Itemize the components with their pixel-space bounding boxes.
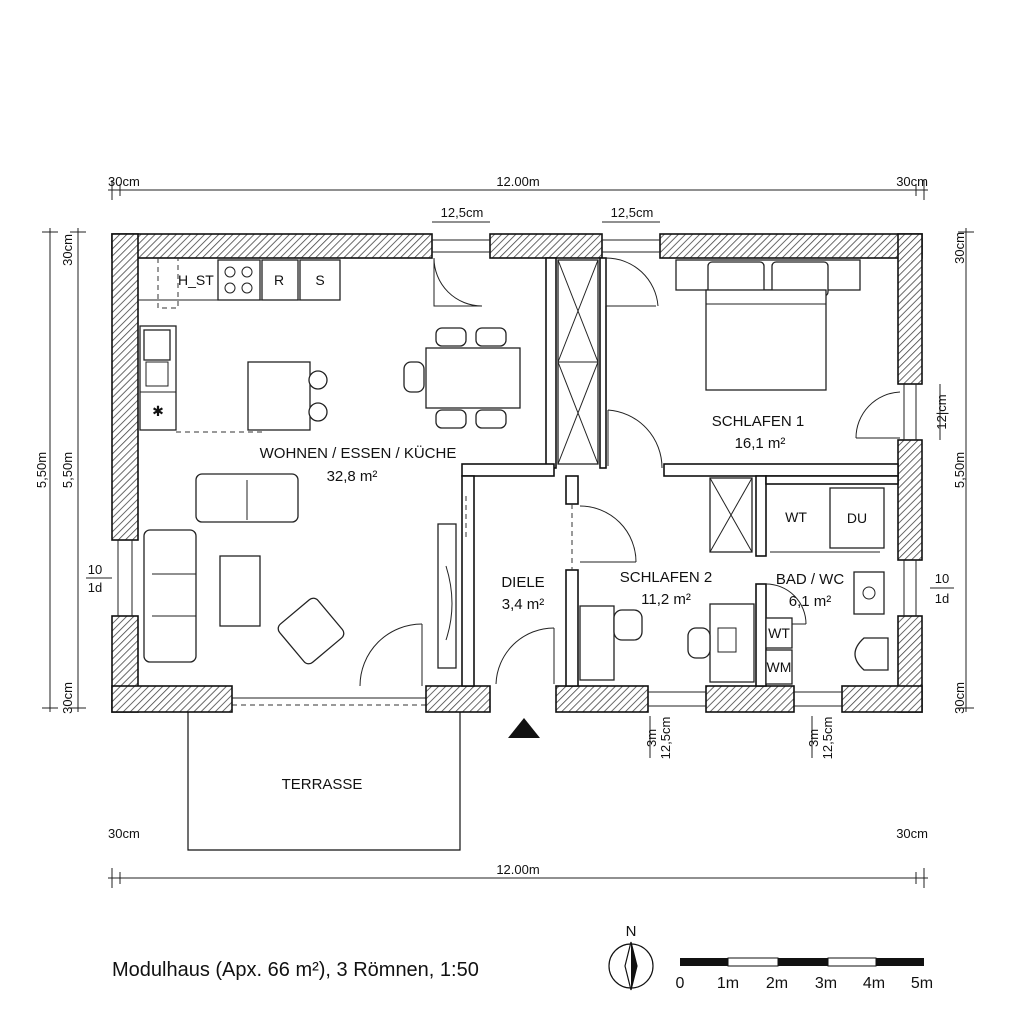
room-bedroom1-area: 16,1 m² bbox=[735, 435, 786, 452]
room-bedroom2-name: SCHLAFEN 2 bbox=[620, 569, 713, 586]
terrace-label: TERRASSE bbox=[282, 776, 363, 793]
bed bbox=[675, 259, 861, 391]
room-bath-name: BAD / WC bbox=[776, 571, 845, 588]
kitchen-r-label: R bbox=[274, 272, 284, 288]
scale-label-4: 4m bbox=[863, 975, 885, 992]
dim-right-bottom: 30cm bbox=[952, 682, 967, 714]
room-bedroom1-name: SCHLAFEN 1 bbox=[712, 413, 805, 430]
dining-table bbox=[403, 327, 521, 429]
plan-caption: Modulhaus (Apx. 66 m²), 3 Römnen, 1:50 bbox=[112, 959, 479, 981]
entrance-arrow-icon bbox=[508, 718, 540, 738]
dim-bottom-a-1: 3m bbox=[644, 729, 659, 747]
scale-label-2: 2m bbox=[766, 975, 788, 992]
bath-wt-label: WT bbox=[785, 509, 807, 525]
dim-bottom-b-2: 12,5cm bbox=[820, 717, 835, 760]
bath-wt2-label: WT bbox=[768, 625, 790, 641]
dim-right-window: 12|cm bbox=[934, 394, 949, 429]
room-hall-area: 3,4 m² bbox=[502, 596, 545, 613]
wardrobe bbox=[557, 259, 753, 553]
room-living-name: WOHNEN / ESSEN / KÜCHE bbox=[260, 444, 457, 462]
scale-bar bbox=[680, 957, 924, 967]
dim-right-window-a: 10 bbox=[935, 571, 949, 586]
dim-window-left: 12,5cm bbox=[441, 205, 484, 220]
interior-walls bbox=[461, 257, 899, 687]
windows bbox=[117, 239, 917, 707]
dim-bottom-offset-right: 30cm bbox=[896, 826, 928, 841]
dim-left-inner: 5,50m bbox=[60, 452, 75, 488]
dim-left-total: 5,50m bbox=[34, 452, 49, 488]
dim-right-top: 30cm bbox=[952, 232, 967, 264]
dim-bottom-a-2: 12,5cm bbox=[658, 717, 673, 760]
bathroom-fixtures bbox=[765, 487, 889, 685]
dim-left-window-b: 1d bbox=[88, 580, 102, 595]
dimension-lines bbox=[42, 180, 974, 888]
room-hall-name: DIELE bbox=[501, 574, 544, 591]
kitchen-s-label: S bbox=[315, 272, 324, 288]
scale-label-5: 5m bbox=[911, 975, 933, 992]
doors bbox=[359, 257, 901, 687]
dim-bottom-total: 12.00m bbox=[496, 862, 539, 877]
dim-right-window-b: 1d bbox=[935, 591, 949, 606]
dim-left-bottom: 30cm bbox=[60, 682, 75, 714]
bath-du-label: DU bbox=[847, 510, 867, 526]
room-living-area: 32,8 m² bbox=[327, 468, 378, 485]
dim-top-offset-left: 30cm bbox=[108, 174, 140, 189]
north-label: N bbox=[626, 923, 637, 940]
kitchen-h-label: H_ST bbox=[178, 272, 214, 288]
dim-top-total: 12.00m bbox=[496, 174, 539, 189]
dim-right-total: 5,50m bbox=[952, 452, 967, 488]
kitchen bbox=[138, 258, 341, 433]
dim-bottom-b-1: 3m bbox=[806, 729, 821, 747]
scale-label-1: 1m bbox=[717, 975, 739, 992]
living-furniture bbox=[143, 473, 457, 669]
scale-label-3: 3m bbox=[815, 975, 837, 992]
bath-wm-label: WM bbox=[767, 659, 792, 675]
dim-window-right: 12,5cm bbox=[611, 205, 654, 220]
dim-top-offset-right: 30cm bbox=[896, 174, 928, 189]
dim-left-window-a: 10 bbox=[88, 562, 102, 577]
dim-left-top: 30cm bbox=[60, 234, 75, 266]
kitchen-star-mark: ✱ bbox=[152, 403, 164, 419]
room-bedroom2-area: 11,2 m² bbox=[641, 591, 691, 608]
room-bath-area: 6,1 m² bbox=[789, 593, 832, 610]
dim-bottom-offset-left: 30cm bbox=[108, 826, 140, 841]
bedroom2-furniture bbox=[579, 603, 755, 683]
north-arrow bbox=[608, 941, 654, 991]
exterior-walls bbox=[111, 233, 923, 713]
scale-label-0: 0 bbox=[676, 975, 685, 992]
terrace bbox=[187, 697, 461, 851]
